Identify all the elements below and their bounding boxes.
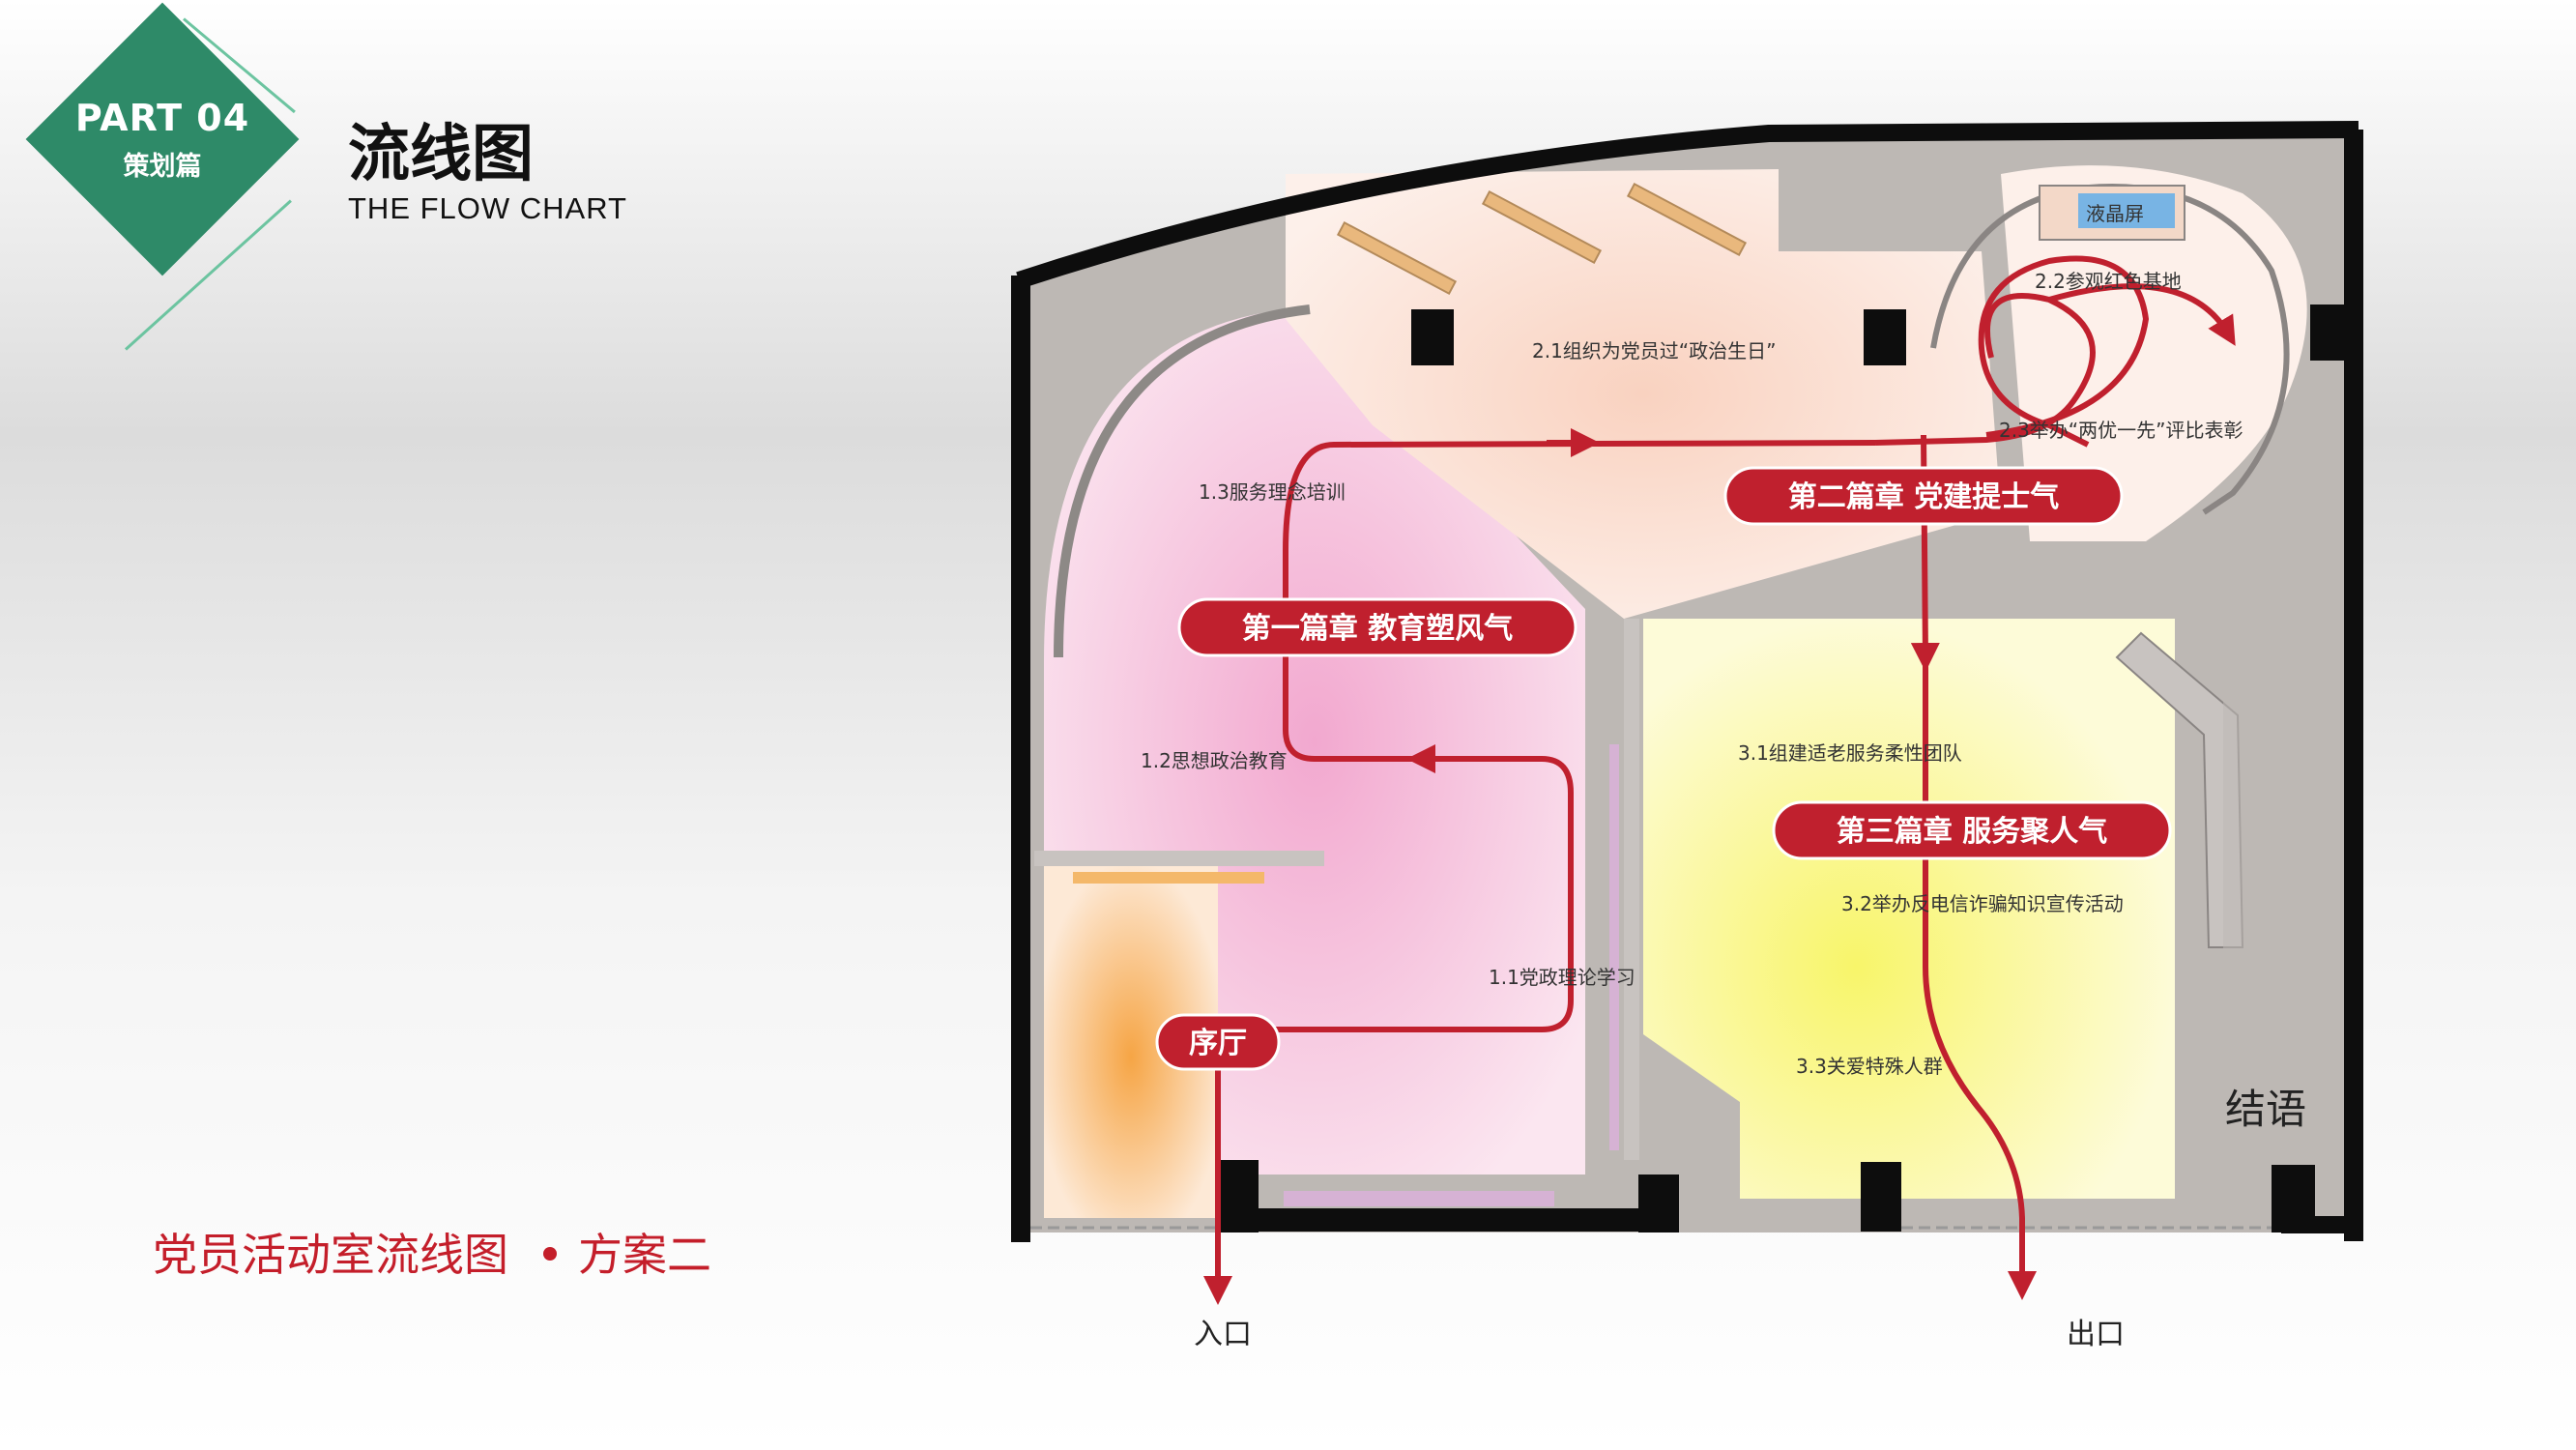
label-exit: 出口 [2067,1318,2125,1351]
label-2-1: 2.1组织为党员过“政治生日” [1532,339,1777,362]
lcd-screen [2078,193,2175,228]
label-3-1: 3.1组建适老服务柔性团队 [1738,741,1962,765]
caption-variant: 方案二 [578,1229,711,1281]
pill-lobby: 序厅 [1155,1013,1281,1071]
zone-chapter-one [1044,309,1585,1174]
label-conclusion: 结语 [2225,1086,2306,1133]
route-chapter-one [1218,440,1876,1032]
zone-lobby [1044,860,1218,1218]
right-block [2223,541,2354,1232]
pill-lobby-text: 序厅 [1189,1027,1247,1060]
partition-wall-mid [1624,619,1639,1160]
display-panel [1481,189,1603,265]
alcove-ring [1930,184,2290,515]
outer-wall-bottom-mid [1220,1208,1679,1232]
label-entrance: 入口 [1194,1318,1252,1351]
wall-pillar [1411,309,1454,365]
zone-chapter-three [1643,619,2175,1199]
display-panel [1626,182,1748,257]
partition-curve [1054,304,1311,658]
badge-sub-label: 策划篇 [123,151,202,182]
wall-pillar [2310,304,2353,361]
lcd-screen-label: 液晶屏 [2086,202,2144,225]
route-alcove-loop [1874,283,2228,446]
wall-pillar [1638,1174,1679,1232]
label-1-3: 1.3服务理念培训 [1199,480,1346,504]
partition-pink-strip [1609,744,1619,1150]
pill-chapter-two-text: 第二篇章 党建提士气 [1788,480,2059,514]
page-title: 流线图 [348,119,534,190]
label-1-1: 1.1党政理论学习 [1489,966,1635,989]
outer-wall-right [2344,130,2363,1241]
pill-chapter-one-text: 第一篇章 教育塑风气 [1242,612,1513,646]
wall-pillar [1861,1162,1901,1232]
label-1-2: 1.2思想政治教育 [1141,749,1288,772]
caption-main: 党员活动室流线图 [153,1229,508,1281]
label-3-2: 3.2举办反电信诈骗知识宣传活动 [1841,892,2124,915]
label-2-3: 2.3举办“两优一先”评比表彰 [1999,419,2243,442]
page-subtitle: THE FLOW CHART [348,191,627,225]
wall-pillar [1864,309,1906,365]
label-2-2: 2.2参观红色基地 [2035,270,2182,293]
partition-light [1073,872,1264,884]
partition-bottom-strip [1284,1191,1554,1206]
pill-chapter-three: 第三篇章 服务聚人气 [1772,800,2172,860]
display-panel [1336,220,1458,296]
wall-pillar [1220,1160,1259,1232]
partition-display [1034,851,1324,866]
floor-plan: 液晶屏 第一篇章 教育塑风气 第二篇章 党建提士气 第三篇章 服务聚人气 序厅 [1011,121,2363,1351]
outer-wall-top [1016,121,2359,289]
wall-pillar [2272,1165,2315,1232]
badge-part-label: PART 04 [74,96,250,139]
route-chapter-three [1923,657,2037,1300]
route-circle [1978,255,2149,448]
pill-chapter-two: 第二篇章 党建提士气 [1723,466,2124,526]
plan-caption: 党员活动室流线图 方案二 [153,1220,711,1284]
pill-chapter-one: 第一篇章 教育塑风气 [1177,597,1577,657]
label-3-3: 3.3关爱特殊人群 [1796,1055,1943,1078]
section-badge-text: PART 04 策划篇 [66,43,259,236]
pill-chapter-three-text: 第三篇章 服务聚人气 [1837,815,2107,849]
caption-dot [543,1246,557,1261]
outer-wall-left [1011,276,1030,1242]
